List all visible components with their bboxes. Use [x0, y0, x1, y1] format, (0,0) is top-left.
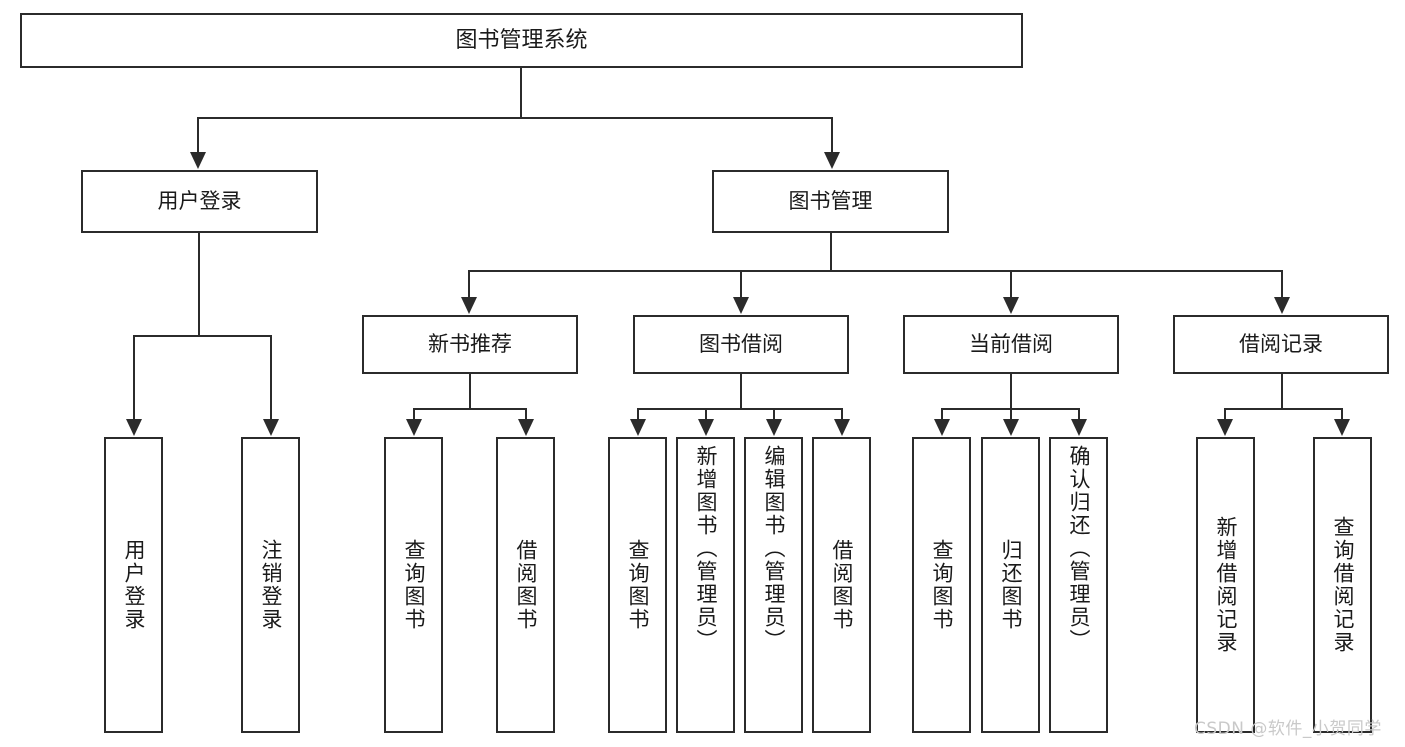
node-label: 借阅图书: [830, 539, 854, 631]
arrow-cb-to-leaf-3: [1071, 419, 1087, 436]
connector-user-login-bar: [133, 335, 272, 337]
connector-current-borrow-stem: [1010, 374, 1012, 410]
connector-book-management-stem: [830, 233, 832, 272]
leaf-borrow-book[interactable]: 借阅图书: [812, 437, 871, 733]
leaf-query-book-current[interactable]: 查询图书: [912, 437, 971, 733]
node-label: 图书借阅: [699, 332, 783, 357]
connector-nb-to-leaf-1: [413, 408, 415, 420]
leaf-query-borrow-record[interactable]: 查询借阅记录: [1313, 437, 1372, 733]
connector-br-to-leaf-2: [1341, 408, 1343, 420]
node-new-book-recommend[interactable]: 新书推荐: [362, 315, 578, 374]
connector-book-borrow-bar: [637, 408, 843, 410]
arrow-bb-to-leaf-1: [630, 419, 646, 436]
connector-bm-to-borrow-record: [1281, 270, 1283, 298]
leaf-add-book-admin[interactable]: 新增图书（管理员）: [676, 437, 735, 733]
leaf-confirm-return-admin[interactable]: 确认归还（管理员）: [1049, 437, 1108, 733]
connector-nb-to-leaf-2: [525, 408, 527, 420]
connector-borrow-record-stem: [1281, 374, 1283, 410]
arrow-br-to-leaf-2: [1334, 419, 1350, 436]
arrow-nb-to-leaf-1: [406, 419, 422, 436]
connector-user-login-to-leaf-1: [133, 335, 135, 420]
node-label: 图书管理: [788, 189, 873, 214]
arrow-root-to-user-login: [190, 152, 206, 169]
connector-root-stem: [520, 68, 522, 119]
connector-user-login-to-leaf-2: [270, 335, 272, 420]
connector-cb-to-leaf-1: [941, 408, 943, 420]
node-root-book-management-system[interactable]: 图书管理系统: [20, 13, 1023, 68]
connector-borrow-record-bar: [1224, 408, 1343, 410]
connector-book-management-bar: [468, 270, 1283, 272]
connector-cb-to-leaf-3: [1078, 408, 1080, 420]
node-borrow-record[interactable]: 借阅记录: [1173, 315, 1389, 374]
arrow-cb-to-leaf-2: [1003, 419, 1019, 436]
connector-book-borrow-stem: [740, 374, 742, 410]
node-label: 新增借阅记录: [1214, 516, 1238, 654]
leaf-add-borrow-record[interactable]: 新增借阅记录: [1196, 437, 1255, 733]
leaf-user-login[interactable]: 用户登录: [104, 437, 163, 733]
leaf-edit-book-admin[interactable]: 编辑图书（管理员）: [744, 437, 803, 733]
node-label: 用户登录: [157, 189, 242, 214]
connector-root-bar: [197, 117, 833, 119]
arrow-nb-to-leaf-2: [518, 419, 534, 436]
connector-br-to-leaf-1: [1224, 408, 1226, 420]
leaf-logout[interactable]: 注销登录: [241, 437, 300, 733]
node-label: 编辑图书（管理员）: [762, 445, 786, 652]
node-label: 查询图书: [402, 539, 426, 631]
leaf-borrow-book-recommend[interactable]: 借阅图书: [496, 437, 555, 733]
connector-bb-to-leaf-3: [773, 408, 775, 420]
connector-user-login-stem: [198, 233, 200, 337]
arrow-user-login-to-leaf-2: [263, 419, 279, 436]
arrow-user-login-to-leaf-1: [126, 419, 142, 436]
node-label: 当前借阅: [969, 332, 1053, 357]
connector-bb-to-leaf-4: [841, 408, 843, 420]
leaf-query-book-borrow[interactable]: 查询图书: [608, 437, 667, 733]
node-label: 借阅图书: [514, 539, 538, 631]
node-book-management[interactable]: 图书管理: [712, 170, 949, 233]
arrow-bm-to-new-book: [461, 297, 477, 314]
arrow-bm-to-borrow-record: [1274, 297, 1290, 314]
connector-bb-to-leaf-2: [705, 408, 707, 420]
node-label: 图书管理系统: [455, 27, 588, 53]
node-label: 借阅记录: [1239, 332, 1323, 357]
connector-bm-to-current-borrow: [1010, 270, 1012, 298]
arrow-br-to-leaf-1: [1217, 419, 1233, 436]
leaf-query-book-recommend[interactable]: 查询图书: [384, 437, 443, 733]
arrow-bm-to-book-borrow: [733, 297, 749, 314]
arrow-cb-to-leaf-1: [934, 419, 950, 436]
connector-bb-to-leaf-1: [637, 408, 639, 420]
node-label: 用户登录: [122, 539, 146, 631]
connector-bm-to-new-book: [468, 270, 470, 298]
arrow-bb-to-leaf-3: [766, 419, 782, 436]
arrow-root-to-book-management: [824, 152, 840, 169]
connector-new-book-stem: [469, 374, 471, 410]
node-label: 新书推荐: [428, 332, 512, 357]
node-book-borrow[interactable]: 图书借阅: [633, 315, 849, 374]
node-label: 确认归还（管理员）: [1067, 445, 1091, 652]
connector-cb-to-leaf-2: [1010, 408, 1012, 420]
node-label: 注销登录: [259, 539, 283, 631]
csdn-watermark: CSDN @软件_小贺同学: [1194, 719, 1382, 739]
node-label: 查询借阅记录: [1331, 516, 1355, 654]
node-label: 查询图书: [626, 539, 650, 631]
node-label: 查询图书: [930, 539, 954, 631]
connector-new-book-bar: [413, 408, 527, 410]
arrow-bb-to-leaf-2: [698, 419, 714, 436]
leaf-return-book[interactable]: 归还图书: [981, 437, 1040, 733]
connector-bm-to-book-borrow: [740, 270, 742, 298]
connector-root-to-book-management: [831, 117, 833, 153]
arrow-bm-to-current-borrow: [1003, 297, 1019, 314]
arrow-bb-to-leaf-4: [834, 419, 850, 436]
node-label: 新增图书（管理员）: [694, 445, 718, 652]
node-user-login[interactable]: 用户登录: [81, 170, 318, 233]
node-label: 归还图书: [999, 539, 1023, 631]
node-current-borrow[interactable]: 当前借阅: [903, 315, 1119, 374]
connector-root-to-user-login: [197, 117, 199, 153]
